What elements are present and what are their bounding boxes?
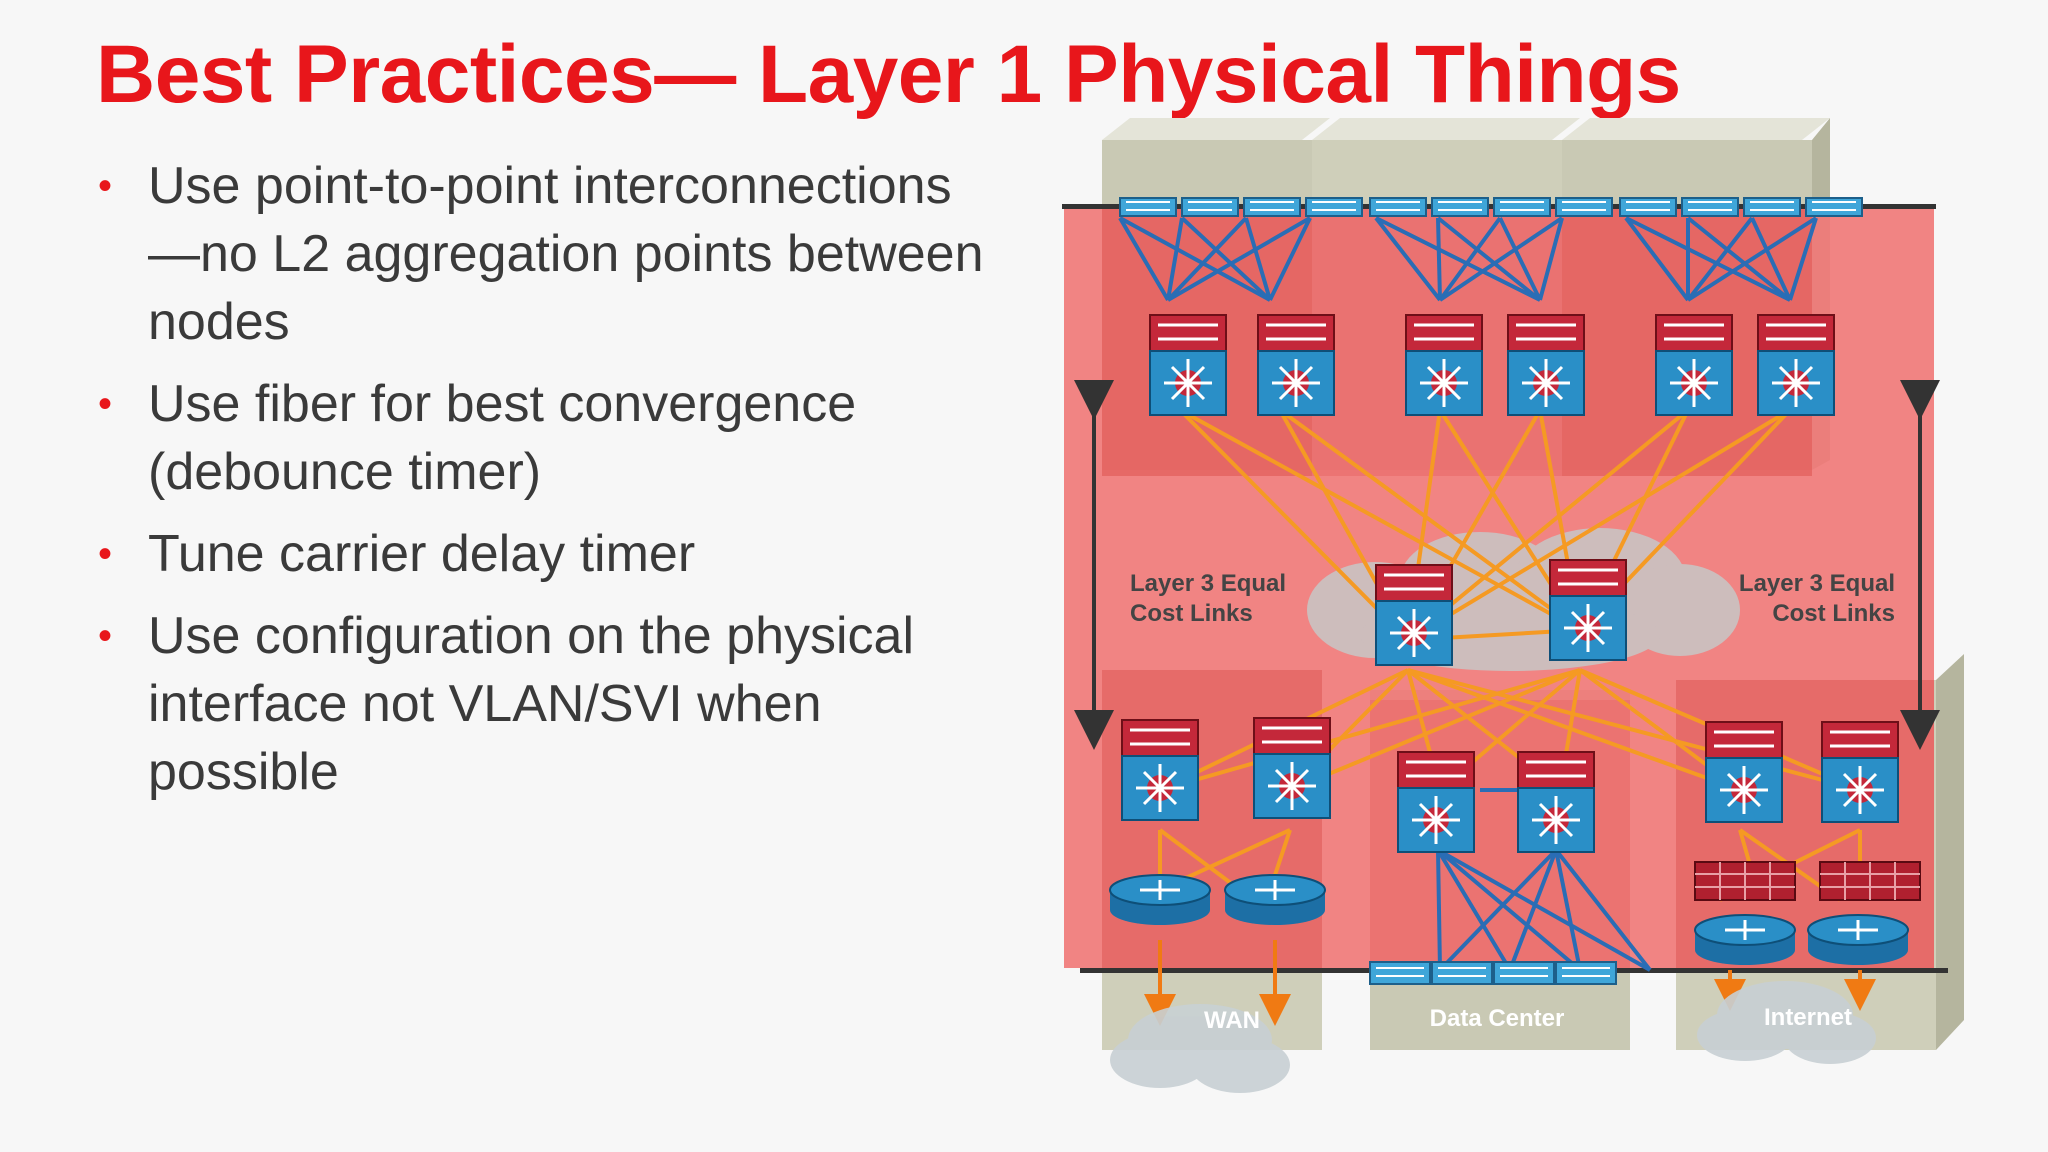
multilayer-switch-icon [1705,721,1783,823]
cloud-icon [1697,981,1876,1064]
bullet-marker: • [98,382,113,426]
access-switch-icon [1181,197,1239,217]
multilayer-switch-icon [1121,719,1199,821]
cloud-icon [1110,1004,1290,1093]
multilayer-switch-icon [1257,314,1335,416]
multilayer-switch-icon [1507,314,1585,416]
router-icon [1694,914,1796,965]
multilayer-switch-icon [1517,751,1595,853]
access-switch-icon [1743,197,1801,217]
multilayer-switch-group [1121,314,1899,853]
multilayer-switch-icon [1821,721,1899,823]
bullet-marker: • [98,164,113,208]
access-switch-icon [1119,197,1177,217]
access-switch-row-dc [1369,961,1617,985]
left-link-label-line1: Layer 3 Equal [1130,570,1286,597]
bullet-text: Use configuration on the physical interf… [148,607,915,801]
access-switch-icon [1493,961,1555,985]
multilayer-switch-icon [1655,314,1733,416]
access-switch-icon [1805,197,1863,217]
access-switch-icon [1555,197,1613,217]
access-switch-icon [1431,197,1489,217]
data-center-label: Data Center [1430,1005,1565,1032]
bullet-text: Use point-to-point interconnections—no L… [148,157,984,351]
access-links-dc [1436,788,1652,972]
bullet-text: Tune carrier delay timer [148,525,696,583]
access-switch-icon [1493,197,1551,217]
left-link-label-line2: Cost Links [1130,600,1253,627]
access-switch-icon [1431,961,1493,985]
bullet-text: Use fiber for best convergence (debounce… [148,375,857,501]
access-switch-icon [1369,961,1431,985]
multilayer-switch-icon [1549,559,1627,661]
multilayer-switch-icon [1397,751,1475,853]
access-switch-icon [1369,197,1427,217]
access-switch-icon [1555,961,1617,985]
access-switch-icon [1619,197,1677,217]
bullet-item: • Use fiber for best convergence (debounc… [96,370,996,506]
multilayer-switch-icon [1757,314,1835,416]
multilayer-switch-icon [1405,314,1483,416]
network-diagram: Layer 3 Equal Cost Links Layer 3 Equal C… [1062,118,1964,1093]
bullet-marker: • [98,532,113,576]
access-switch-icon [1305,197,1363,217]
egress-links [1144,940,1876,1026]
router-icon [1109,874,1211,925]
access-switch-row-top [1119,197,1863,217]
multilayer-switch-icon [1253,717,1331,819]
router-icon [1807,914,1909,965]
wan-label: WAN [1204,1007,1260,1034]
slide-title: Best Practices— Layer 1 Physical Things [96,29,1681,120]
firewall-icon [1694,861,1796,901]
bullet-item: • Use point-to-point interconnections—no … [96,152,996,356]
multilayer-switch-icon [1375,564,1453,666]
bullet-list: • Use point-to-point interconnections—no … [96,152,996,820]
internet-label: Internet [1764,1004,1852,1031]
router-icon [1224,874,1326,925]
access-switch-icon [1681,197,1739,217]
bullet-item: • Tune carrier delay timer [96,520,996,588]
access-links-top [1118,216,1818,302]
bullet-item: • Use configuration on the physical inter… [96,602,996,806]
firewall-icon [1819,861,1921,901]
access-switch-icon [1243,197,1301,217]
right-link-label-line1: Layer 3 Equal [1739,570,1895,597]
bullet-marker: • [98,614,113,658]
right-link-label-line2: Cost Links [1772,600,1895,627]
multilayer-switch-icon [1149,314,1227,416]
